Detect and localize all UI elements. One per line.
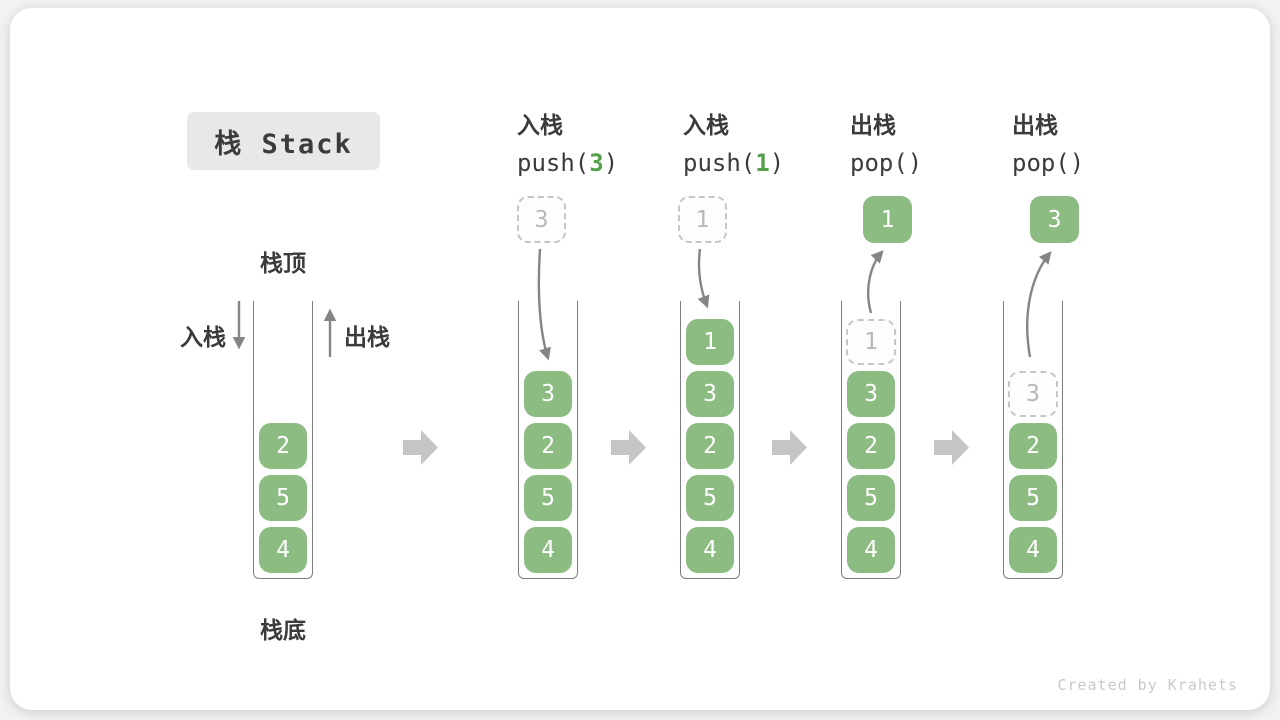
stack-item-3: 3 bbox=[847, 371, 895, 417]
pushed-element-3: 3 bbox=[517, 196, 566, 243]
op-arg: 3 bbox=[589, 149, 604, 177]
op-label-push-1: 入栈 push(1) bbox=[683, 106, 784, 177]
popped-element-3: 3 bbox=[1030, 196, 1079, 243]
op-name: 入栈 bbox=[517, 112, 563, 138]
stack-item-4: 4 bbox=[259, 527, 307, 573]
stack-item-4: 4 bbox=[1009, 527, 1057, 573]
push-1-arrow bbox=[697, 248, 710, 309]
stack-item-3: 3 bbox=[686, 371, 734, 417]
op-name: 出栈 bbox=[1012, 112, 1058, 138]
stack-item-5: 5 bbox=[686, 475, 734, 521]
stack-item-2: 2 bbox=[847, 423, 895, 469]
op-label-pop-1: 出栈 pop() bbox=[850, 106, 922, 177]
stack-item-2: 2 bbox=[259, 423, 307, 469]
stack-item-4: 4 bbox=[524, 527, 572, 573]
op-arg: 1 bbox=[755, 149, 770, 177]
watermark: Created by Krahets bbox=[1057, 676, 1238, 694]
op-code: push(3) bbox=[517, 149, 619, 177]
stack-item-4: 4 bbox=[686, 527, 734, 573]
stack-item-5: 5 bbox=[524, 475, 572, 521]
stack-item-3: 3 bbox=[1008, 371, 1058, 417]
stack-item-5: 5 bbox=[847, 475, 895, 521]
stack-top-label: 栈顶 bbox=[260, 250, 306, 276]
step-arrow-3 bbox=[772, 430, 807, 465]
push-side-label: 入栈 bbox=[180, 324, 226, 350]
stack-item-1: 1 bbox=[846, 319, 896, 365]
stack-after-pop-1: 1 3 2 5 4 bbox=[841, 301, 901, 579]
step-arrow-4 bbox=[934, 430, 969, 465]
stack-item-2: 2 bbox=[524, 423, 572, 469]
stack-item-5: 5 bbox=[1009, 475, 1057, 521]
stack-item-4: 4 bbox=[847, 527, 895, 573]
op-label-push-3: 入栈 push(3) bbox=[517, 106, 618, 177]
op-name: 出栈 bbox=[850, 112, 896, 138]
stack-after-pop-3: 3 2 5 4 bbox=[1003, 301, 1063, 579]
stack-after-push-1: 1 3 2 5 4 bbox=[680, 301, 740, 579]
stack-item-1: 1 bbox=[686, 319, 734, 365]
popped-element-1: 1 bbox=[863, 196, 912, 243]
stack-bottom-label: 栈底 bbox=[260, 617, 306, 643]
stack-item-3: 3 bbox=[524, 371, 572, 417]
op-code: pop() bbox=[1012, 149, 1085, 177]
stack-after-push-3: 3 2 5 4 bbox=[518, 301, 578, 579]
stack-item-2: 2 bbox=[1009, 423, 1057, 469]
stack-item-2: 2 bbox=[686, 423, 734, 469]
title-badge: 栈 Stack bbox=[187, 112, 380, 170]
op-code: pop() bbox=[850, 149, 923, 177]
op-code: push(1) bbox=[683, 149, 785, 177]
step-arrow-1 bbox=[403, 430, 438, 465]
pop-side-label: 出栈 bbox=[344, 324, 390, 350]
stack-item-5: 5 bbox=[259, 475, 307, 521]
op-name: 入栈 bbox=[683, 112, 729, 138]
stack-initial: 2 5 4 bbox=[253, 301, 313, 579]
op-label-pop-3: 出栈 pop() bbox=[1012, 106, 1084, 177]
step-arrow-2 bbox=[611, 430, 646, 465]
pushed-element-1: 1 bbox=[678, 196, 727, 243]
